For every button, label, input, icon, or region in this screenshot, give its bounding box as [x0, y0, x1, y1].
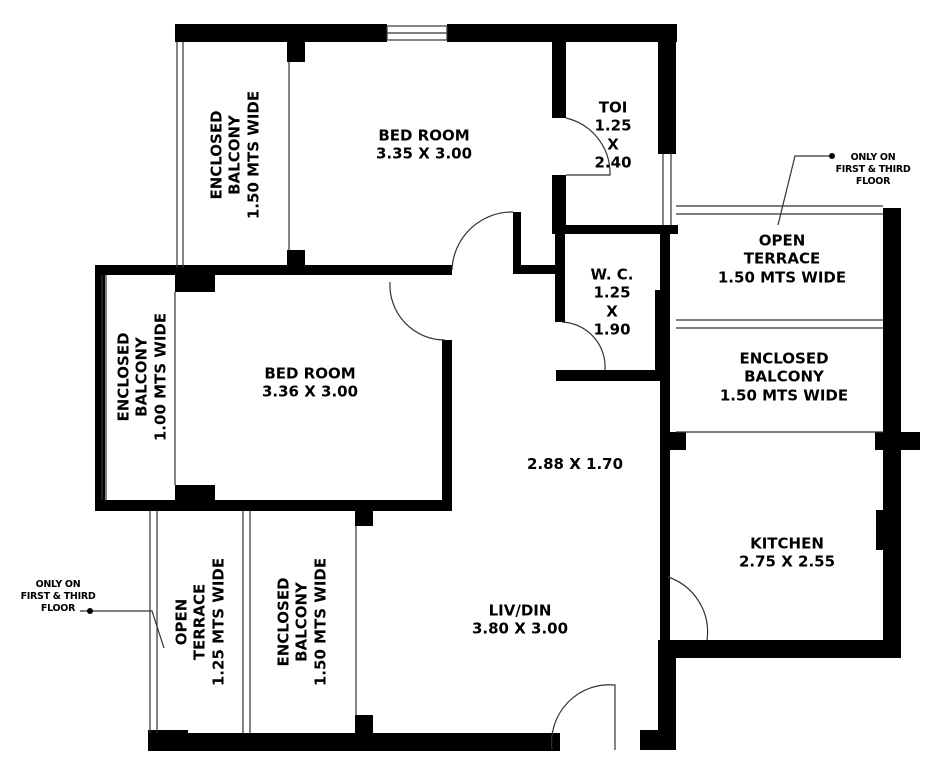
- note-line1: ONLY ON: [35, 579, 81, 591]
- balcony-line2: BALCONY: [225, 115, 244, 195]
- enclosed-balcony-right-label: ENCLOSED BALCONY 1.50 MTS WIDE: [720, 350, 848, 405]
- toilet-width: 1.25: [594, 116, 632, 135]
- toilet-label: TOI 1.25 X 2.40: [594, 98, 631, 171]
- note-line3: FLOOR: [855, 175, 891, 187]
- open-terrace-bottom-left-label: OPEN TERRACE 1.25 MTS WIDE: [173, 558, 228, 686]
- toilet-x: X: [607, 135, 619, 153]
- enclosed-balcony-bottom-label: ENCLOSED BALCONY 1.50 MTS WIDE: [275, 558, 330, 686]
- note-line3: FLOOR: [40, 602, 76, 614]
- terrace-width: 1.25 MTS WIDE: [209, 557, 228, 687]
- floor-note-right: ONLY ON FIRST & THIRD FLOOR: [836, 152, 911, 188]
- wc-width: 1.25: [593, 283, 631, 302]
- bedroom-1-label: BED ROOM 3.35 X 3.00: [376, 127, 472, 164]
- wc-label: W. C. 1.25 X 1.90: [591, 265, 634, 338]
- terrace-width: 1.50 MTS WIDE: [717, 268, 847, 287]
- note-line2: FIRST & THIRD: [20, 591, 96, 603]
- bedroom-1-name: BED ROOM: [378, 126, 470, 145]
- kitchen-name: KITCHEN: [750, 534, 824, 553]
- balcony-line1: ENCLOSED: [207, 110, 226, 200]
- passage-size: 2.88 X 1.70: [526, 454, 624, 473]
- terrace-line2: TERRACE: [190, 583, 209, 661]
- wc-length: 1.90: [593, 320, 631, 339]
- balcony-width: 1.00 MTS WIDE: [151, 312, 170, 442]
- floor-note-left: ONLY ON FIRST & THIRD FLOOR: [21, 579, 96, 615]
- toilet-length: 2.40: [594, 153, 632, 172]
- terrace-line1: OPEN: [172, 598, 191, 646]
- balcony-line2: BALCONY: [292, 582, 311, 662]
- toilet-name: TOI: [598, 98, 628, 117]
- kitchen-size: 2.75 X 2.55: [738, 553, 836, 571]
- passage-label: 2.88 X 1.70: [527, 455, 623, 473]
- liv-din-name: LIV/DIN: [488, 601, 552, 620]
- note-line2: FIRST & THIRD: [835, 164, 911, 176]
- balcony-line1: ENCLOSED: [739, 349, 829, 368]
- leader-dots: [87, 153, 835, 614]
- balcony-line2: BALCONY: [132, 337, 151, 417]
- bedroom-2-name: BED ROOM: [264, 364, 356, 383]
- enclosed-balcony-mid-left-label: ENCLOSED BALCONY 1.00 MTS WIDE: [115, 313, 170, 441]
- wc-name: W. C.: [590, 265, 634, 284]
- note-line1: ONLY ON: [850, 152, 896, 164]
- balcony-line2: BALCONY: [744, 367, 824, 386]
- terrace-line2: TERRACE: [743, 249, 821, 268]
- bedroom-1-size: 3.35 X 3.00: [375, 145, 473, 163]
- walls: [95, 24, 920, 751]
- balcony-width: 1.50 MTS WIDE: [719, 386, 849, 405]
- wc-x: X: [606, 302, 618, 320]
- terrace-line1: OPEN: [758, 231, 806, 250]
- balcony-width: 1.50 MTS WIDE: [311, 557, 330, 687]
- thin-lines: [80, 25, 883, 751]
- liv-din-size: 3.80 X 3.00: [471, 620, 569, 638]
- kitchen-label: KITCHEN 2.75 X 2.55: [739, 535, 835, 572]
- balcony-line1: ENCLOSED: [274, 577, 293, 667]
- open-terrace-right-label: OPEN TERRACE 1.50 MTS WIDE: [718, 232, 846, 287]
- enclosed-balcony-top-left-label: ENCLOSED BALCONY 1.50 MTS WIDE: [208, 91, 263, 219]
- liv-din-label: LIV/DIN 3.80 X 3.00: [472, 602, 568, 639]
- balcony-line1: ENCLOSED: [114, 332, 133, 422]
- bedroom-2-size: 3.36 X 3.00: [261, 383, 359, 401]
- bedroom-2-label: BED ROOM 3.36 X 3.00: [262, 365, 358, 402]
- balcony-width: 1.50 MTS WIDE: [244, 90, 263, 220]
